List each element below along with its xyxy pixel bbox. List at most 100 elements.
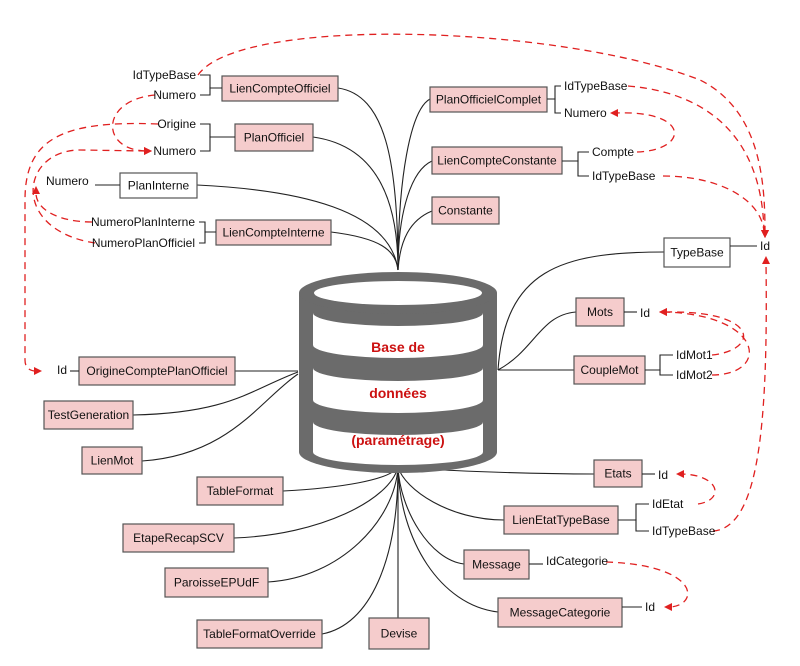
table-lien-etat-type-base[interactable]: LienEtatTypeBase — [503, 505, 619, 535]
relation-line — [35, 191, 93, 223]
database-band — [313, 313, 483, 358]
field-poc-numero: Numero — [547, 98, 607, 120]
field-label: IdEtat — [652, 497, 684, 511]
relation-lci-numplanofficiel-to-po-numero — [32, 147, 152, 244]
table-box — [81, 446, 143, 475]
database-band — [313, 422, 483, 465]
field-label: NumeroPlanInterne — [91, 215, 195, 229]
field-po-origine: Origine — [157, 117, 235, 138]
relation-po-origine-to-ocpo-id — [24, 122, 159, 375]
field-label: Id — [658, 468, 668, 482]
table-label: TestGeneration — [48, 408, 129, 422]
relation-line — [662, 175, 765, 233]
table-etape-recap-scv[interactable]: EtapeRecapSCV — [122, 523, 235, 553]
table-label: LienMot — [91, 454, 134, 468]
field-tick — [645, 369, 673, 376]
field-label: Compte — [592, 145, 634, 159]
connector-table-format-override — [321, 466, 399, 635]
table-label: Mots — [587, 305, 613, 319]
field-tick — [547, 85, 561, 100]
field-label: Id — [57, 363, 67, 377]
table-label: LienCompteOfficiel — [229, 82, 330, 96]
field-lco-idtypebase: IdTypeBase — [133, 68, 222, 89]
field-tick — [645, 354, 673, 371]
relation-line — [712, 261, 767, 532]
field-tick — [200, 74, 222, 89]
table-box — [43, 400, 134, 430]
table-devise[interactable]: Devise — [368, 617, 430, 650]
table-label: Etats — [604, 467, 631, 481]
connector-constante — [397, 210, 433, 271]
database-label-line: Base de — [371, 339, 425, 355]
field-lci-numplanofficiel: NumeroPlanOfficiel — [92, 231, 216, 250]
field-msg-idcategorie: IdCategorie — [529, 554, 608, 568]
field-label: IdTypeBase — [133, 68, 197, 82]
table-box — [368, 617, 430, 650]
table-lien-compte-constante[interactable]: LienCompteConstante — [431, 146, 563, 175]
relation-line — [197, 33, 766, 233]
table-box — [663, 237, 731, 268]
field-tick — [200, 136, 235, 152]
table-lien-compte-officiel[interactable]: LienCompteOfficiel — [221, 75, 339, 102]
database-label-line: (paramétrage) — [351, 432, 444, 448]
table-box — [497, 597, 623, 628]
relation-letb-idtypebase-to-tb-id — [712, 256, 770, 532]
field-cm-idmot1: IdMot1 — [645, 348, 713, 371]
field-tick — [199, 231, 216, 244]
relation-arrowhead — [32, 186, 40, 194]
table-etats[interactable]: Etats — [593, 459, 643, 488]
table-constante[interactable]: Constante — [431, 196, 500, 225]
connector-mots — [497, 311, 577, 371]
table-origine-compte-plan-officiel[interactable]: OrigineComptePlanOfficiel — [78, 356, 236, 386]
relation-lcc-compte-to-poc-numero — [610, 109, 676, 153]
field-label: Id — [645, 600, 655, 614]
table-label: LienCompteInterne — [222, 226, 324, 240]
connector-plan-officiel-complet — [397, 98, 431, 271]
table-label: LienEtatTypeBase — [512, 513, 610, 527]
field-mots-id: Id — [624, 306, 650, 320]
table-couple-mot[interactable]: CoupleMot — [573, 355, 646, 385]
field-mc-id: Id — [622, 600, 655, 614]
table-plan-officiel[interactable]: PlanOfficiel — [234, 123, 314, 152]
field-layer: IdTypeBaseNumeroOrigineNumeroNumeroNumer… — [46, 68, 770, 614]
table-label: LienCompteConstante — [437, 154, 557, 168]
connector-plan-officiel — [312, 136, 399, 271]
table-mots[interactable]: Mots — [575, 297, 625, 327]
relation-arrowhead — [761, 230, 769, 238]
table-label: MessageCategorie — [510, 606, 611, 620]
table-layer: LienCompteOfficiel PlanOfficielCompletPla… — [43, 75, 731, 650]
relation-letb-idetat-to-etats-id — [676, 470, 716, 505]
relation-cm-idmot2-to-mots-id — [659, 308, 750, 376]
field-lcc-idtypebase: IdTypeBase — [562, 160, 656, 183]
field-tb-id: Id — [730, 239, 770, 253]
table-plan-officiel-complet[interactable]: PlanOfficielComplet — [429, 86, 548, 113]
connector-message — [397, 466, 465, 565]
relation-line — [627, 85, 765, 233]
relation-line — [664, 311, 750, 376]
relation-arrowhead — [144, 147, 152, 155]
relation-arrowhead — [610, 109, 618, 117]
table-paroisse-epud-f[interactable]: ParoisseEPUdF — [164, 567, 269, 598]
table-lien-compte-interne[interactable]: LienCompteInterne — [215, 219, 332, 246]
relation-line — [681, 473, 716, 505]
connector-lien-etat-type-base — [397, 466, 505, 521]
field-label: Origine — [157, 117, 196, 131]
relation-arrowhead — [659, 308, 667, 316]
table-plan-interne[interactable]: PlanInterne — [119, 172, 198, 199]
table-test-generation[interactable]: TestGeneration — [43, 400, 134, 430]
connector-lien-compte-constante — [397, 160, 433, 271]
table-message-categorie[interactable]: MessageCategorie — [497, 597, 623, 628]
connector-lien-compte-interne — [330, 231, 399, 271]
table-label: Message — [472, 558, 521, 572]
table-type-base[interactable]: TypeBase — [663, 237, 731, 268]
relation-line — [32, 149, 147, 244]
table-table-format[interactable]: TableFormat — [196, 476, 284, 506]
table-message[interactable]: Message — [463, 549, 530, 580]
table-label: Constante — [438, 204, 493, 218]
table-table-format-override[interactable]: TableFormatOverride — [196, 619, 323, 649]
table-lien-mot[interactable]: LienMot — [81, 446, 143, 475]
field-label: Numero — [153, 88, 196, 102]
relation-line — [664, 311, 745, 356]
relation-line — [605, 561, 689, 608]
